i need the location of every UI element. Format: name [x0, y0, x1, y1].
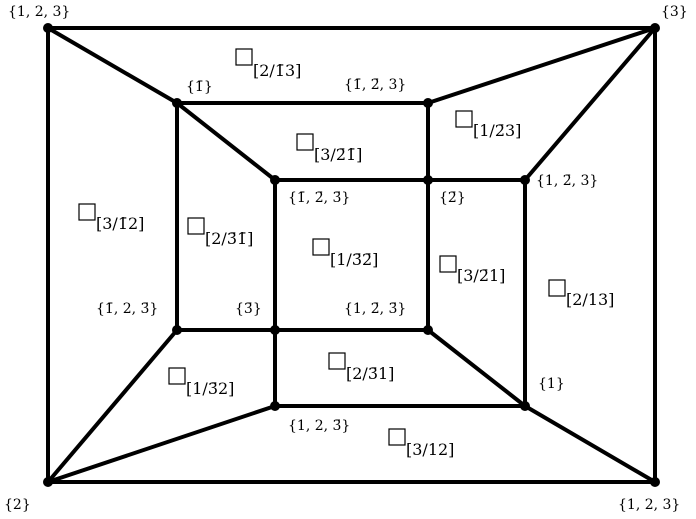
edge-diag-bottom-right	[523, 404, 657, 484]
vertex-mid-top-left	[172, 98, 182, 108]
vertex-outer-bottom-right	[650, 477, 660, 487]
edge-diag-inner-top-left	[175, 101, 277, 182]
face-label-f7: [3/2̄1]	[439, 255, 505, 285]
edge-diag-top-left	[46, 26, 179, 105]
face-subscript: [2/1̄3]	[253, 61, 301, 80]
vertex-label-outer-bottom-left: {2}	[4, 497, 31, 513]
face-label-f2: [1/2̄3]	[455, 110, 521, 140]
vertex-label-mid-top-right: {1̄, 2̄, 3}	[344, 77, 406, 93]
vertex-mid-right-upper	[520, 175, 530, 185]
face-subscript: [3/1̄2]	[96, 214, 144, 233]
vertex-label-mid-right-upper: {1, 2̄, 3}	[536, 173, 598, 189]
face-label-f9: [2/3̄1]	[328, 352, 394, 383]
vertices	[43, 23, 660, 487]
edges	[46, 26, 657, 484]
face-box	[388, 428, 406, 446]
face-box	[548, 279, 566, 297]
vertex-mid-bottom-left	[172, 325, 182, 335]
face-label-f3: [3/2̄1̄]	[296, 133, 362, 164]
edge-diag-bottom-left-b	[46, 404, 277, 484]
face-label-f11: [3/12]	[388, 428, 454, 459]
vertex-label-mid-right-lower: {1}	[538, 376, 565, 392]
face-box	[439, 255, 457, 273]
vertex-label-outer-bottom-right: {1, 2, 3}	[618, 497, 680, 513]
vertex-label-mid-top-left: {1̄}	[186, 79, 213, 95]
vertex-mid-bottom	[270, 401, 280, 411]
face-box	[328, 352, 346, 370]
vertex-label-outer-top-right: {3}	[661, 4, 688, 20]
vertex-inner-top-left	[270, 175, 280, 185]
face-box	[187, 217, 205, 235]
face-subscript: [2/13]	[566, 290, 614, 309]
face-subscript: [1/3̄2̄]	[330, 250, 378, 269]
vertex-label-inner-top-left: {1̄, 2̄, 3̄}	[288, 190, 350, 206]
edge-diag-inner-bottom-right	[426, 328, 527, 408]
face-label-f4: [3/1̄2]	[78, 203, 144, 233]
vertex-inner-top-right	[423, 175, 433, 185]
vertex-inner-bottom-right	[423, 325, 433, 335]
face-subscript: [2/3̄1̄]	[205, 229, 253, 248]
edge-diag-bottom-left-a	[46, 328, 179, 484]
face-box	[312, 238, 330, 256]
face-box	[235, 48, 253, 66]
vertex-label-inner-top-right: {2̄}	[439, 190, 466, 206]
vertex-label-mid-bottom-left: {1̄, 2, 3̄}	[96, 301, 158, 317]
face-box	[168, 367, 186, 385]
face-subscript: [1/2̄3]	[473, 121, 521, 140]
face-label-f1: [2/1̄3]	[235, 48, 301, 80]
vertex-mid-top-right	[423, 98, 433, 108]
face-subscript: [3/2̄1̄]	[314, 145, 362, 164]
vertex-label-outer-top-left: {1, 2, 3}	[8, 4, 70, 20]
vertex-label-inner-bottom-left: {3̄}	[235, 301, 262, 317]
face-box	[296, 133, 314, 151]
face-subscript: [1/3̄2]	[186, 379, 234, 398]
vertex-outer-top-left	[43, 23, 53, 33]
face-box	[455, 110, 473, 128]
vertex-outer-bottom-left	[43, 477, 53, 487]
vertex-mid-right-lower	[520, 401, 530, 411]
face-label-f6: [1/3̄2̄]	[312, 238, 378, 269]
face-box	[78, 203, 96, 221]
face-subscript: [2/3̄1]	[346, 364, 394, 383]
vertex-label-mid-bottom: {1, 2, 3̄}	[288, 418, 350, 434]
face-labels: [2/1̄3] [1/2̄3] [3/2̄1̄] [3/1̄2] [2/3̄1̄…	[78, 48, 614, 459]
face-subscript: [3/2̄1]	[457, 266, 505, 285]
face-label-f5: [2/3̄1̄]	[187, 217, 253, 248]
vertex-label-inner-bottom-right: {1, 2̄, 3̄}	[344, 301, 406, 317]
face-label-f8: [2/13]	[548, 279, 614, 309]
edge-diag-top-right-a	[426, 26, 657, 105]
edge-diag-top-right-b	[523, 26, 657, 182]
vertex-outer-top-right	[650, 23, 660, 33]
vertex-labels: {1, 2, 3} {3} {2} {1, 2, 3} {1̄} {1̄, 2̄…	[4, 4, 688, 513]
face-subscript: [3/12]	[406, 440, 454, 459]
face-label-f10: [1/3̄2]	[168, 367, 234, 398]
vertex-inner-bottom-left	[270, 325, 280, 335]
